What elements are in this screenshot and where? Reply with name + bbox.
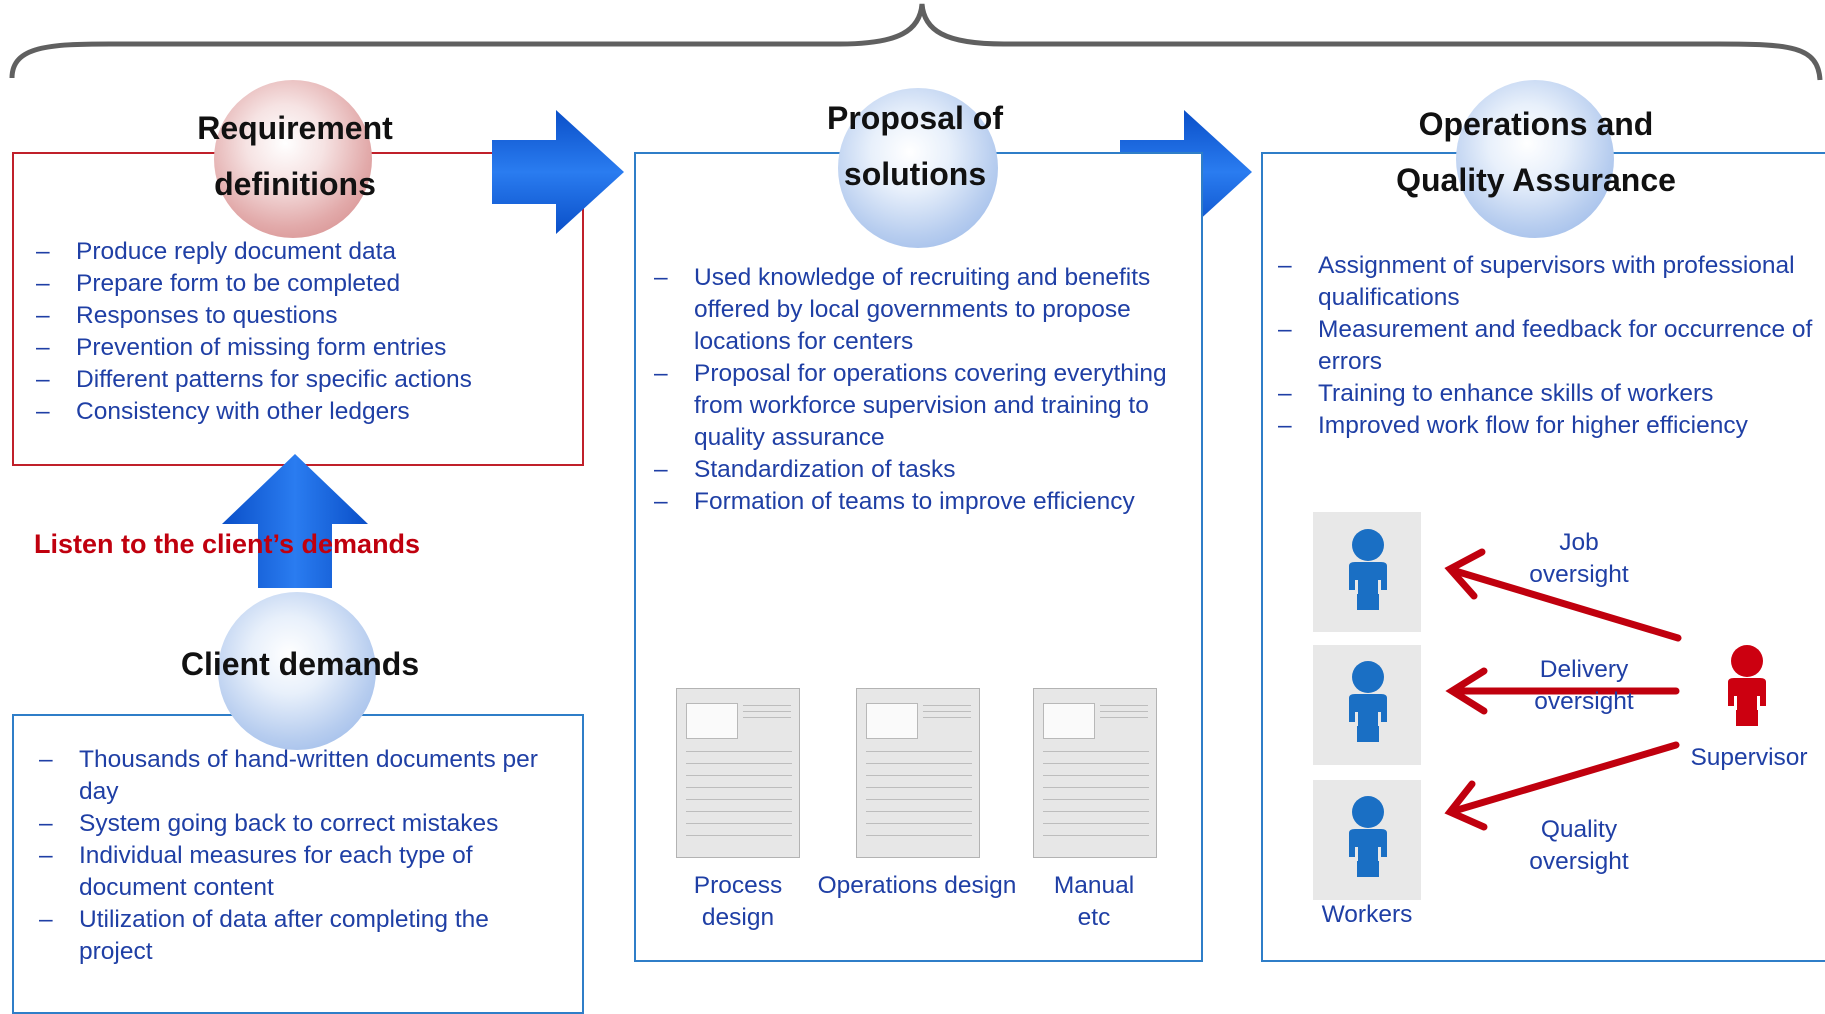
operations-title: Operations and Quality Assurance: [1330, 96, 1742, 208]
delivery-oversight-label: Delivery oversight: [1504, 654, 1664, 718]
list-item: Utilization of data after completing the…: [35, 904, 555, 968]
list-item: Responses to questions: [32, 300, 572, 332]
list-item: Prevention of missing form entries: [32, 332, 572, 364]
up-arrow-icon: [222, 454, 368, 588]
job-oversight-line1: Job: [1559, 529, 1599, 556]
requirement-circle: [214, 80, 372, 238]
list-item: Used knowledge of recruiting and benefit…: [650, 262, 1180, 358]
list-item: Individual measures for each type of doc…: [35, 840, 555, 904]
quality-oversight-label: Quality oversight: [1504, 814, 1654, 878]
worker-person-icon: [1349, 796, 1387, 877]
list-item: Improved work flow for higher efficiency: [1274, 410, 1814, 442]
quality-oversight-line2: oversight: [1529, 848, 1629, 875]
oversight-arrows: [1444, 548, 1682, 831]
requirement-title: Requirement definitions: [100, 100, 490, 212]
document-icon: [856, 688, 980, 858]
list-item: Proposal for operations covering everyth…: [650, 358, 1180, 454]
requirement-title-line1: Requirement: [197, 110, 393, 146]
list-item: Assignment of supervisors with professio…: [1274, 250, 1814, 314]
job-oversight-label: Job oversight: [1504, 527, 1654, 591]
manual-line1: Manual: [1053, 872, 1135, 899]
operations-title-line2: Quality Assurance: [1396, 162, 1676, 198]
right-arrow-icon: [492, 110, 624, 234]
workers-label: Workers: [1321, 901, 1413, 928]
job-oversight-arrow: [1448, 566, 1682, 642]
operations-circle: [1456, 80, 1614, 238]
quality-oversight-arrow: [1450, 741, 1680, 815]
list-item: System going back to correct mistakes: [35, 808, 555, 840]
operations-list: Assignment of supervisors with professio…: [1274, 250, 1814, 442]
delivery-oversight-line2: oversight: [1534, 688, 1634, 715]
job-oversight-line2: oversight: [1529, 561, 1629, 588]
operations-design-label: Operations design: [817, 872, 1017, 899]
top-brace: [9, 3, 1823, 81]
supervisor-label: Supervisor: [1690, 744, 1808, 771]
list-item: Prepare form to be completed: [32, 268, 572, 300]
operations-title-line1: Operations and: [1418, 106, 1654, 142]
document-icon: [676, 688, 800, 858]
list-item: Formation of teams to improve efficiency: [650, 486, 1180, 518]
proposal-circle: [838, 88, 998, 248]
client-list: Thousands of hand-written documents per …: [35, 744, 555, 968]
proposal-title: Proposal of solutions: [720, 90, 1110, 202]
client-title: Client demands: [180, 646, 420, 682]
list-item: Measurement and feedback for occurrence …: [1274, 314, 1814, 378]
client-circle: [218, 592, 376, 750]
worker-person-icon: [1349, 661, 1387, 742]
process-design-line1: Process: [693, 872, 783, 899]
document-icon: [1033, 688, 1157, 858]
process-design-line2: design: [701, 904, 775, 931]
worker-person-icon: [1349, 529, 1387, 610]
proposal-list: Used knowledge of recruiting and benefit…: [650, 262, 1180, 518]
requirement-title-line2: definitions: [214, 166, 376, 202]
proposal-title-line2: solutions: [843, 156, 987, 192]
list-item: Produce reply document data: [32, 236, 572, 268]
manual-label: Manual etc: [1030, 870, 1158, 934]
list-item: Standardization of tasks: [650, 454, 1180, 486]
requirement-list: Produce reply document data Prepare form…: [32, 236, 572, 428]
supervisor-person-icon: [1728, 645, 1766, 726]
list-item: Thousands of hand-written documents per …: [35, 744, 555, 808]
proposal-title-line1: Proposal of: [826, 100, 1003, 136]
quality-oversight-line1: Quality: [1540, 816, 1618, 843]
list-item: Different patterns for specific actions: [32, 364, 572, 396]
listen-label: Listen to the client’s demands: [34, 529, 421, 559]
process-design-label: Process design: [668, 870, 808, 934]
delivery-oversight-line1: Delivery: [1539, 656, 1629, 683]
manual-line2: etc: [1077, 904, 1111, 931]
list-item: Training to enhance skills of workers: [1274, 378, 1814, 410]
list-item: Consistency with other ledgers: [32, 396, 572, 428]
